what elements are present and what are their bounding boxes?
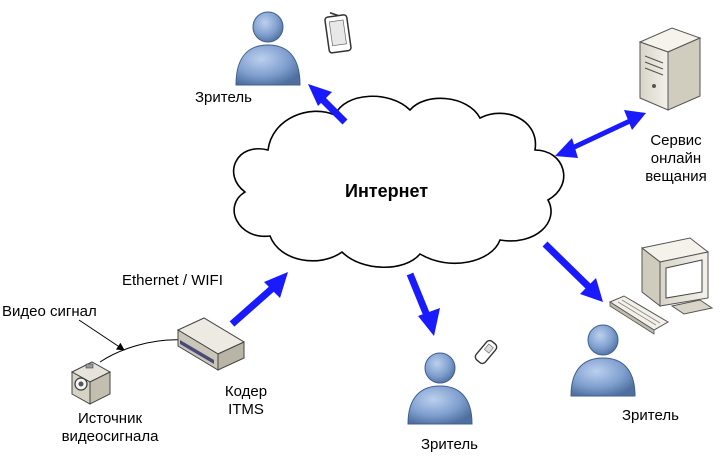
video-signal-cable [78,319,185,363]
server-label-line2: онлайн [650,150,702,167]
viewer-top-label: Зритель [195,89,252,106]
arrow-to-top-viewer [308,84,348,125]
arrow-encoder-to-cloud [229,272,288,327]
cloud-label: Интернет [345,181,429,201]
ethernet-wifi-label: Ethernet / WIFI [122,272,223,289]
viewer-top-person-icon [235,11,301,86]
mobile-phone-icon [474,339,498,365]
source-label: Источник видеосигнала [52,410,168,446]
encoder-device-icon [176,317,246,371]
server-label: Сервис онлайн вещания [636,132,716,186]
viewer-right-label: Зритель [622,407,679,424]
source-label-line2: видеосигнала [61,428,159,445]
arrow-cloud-server-bidirectional [555,110,646,158]
server-label-line1: Сервис [650,132,702,149]
encoder-label-line2: ITMS [228,401,264,418]
encoder-label: Кодер ITMS [216,383,276,419]
source-label-line1: Источник [77,410,143,427]
viewer-bottom-person-icon [407,352,473,425]
viewer-right-person-icon [570,324,636,397]
encoder-label-line1: Кодер [224,383,268,400]
viewer-bottom-label: Зритель [421,436,478,453]
tablet-icon [324,12,352,54]
internet-cloud [232,95,565,269]
arrows [229,84,646,336]
arrow-to-right-viewer [542,241,603,302]
desktop-computer-icon [608,237,714,335]
server-tower-icon [638,27,702,111]
server-label-line3: вещания [645,168,707,185]
camera-icon [70,361,112,405]
video-signal-label: Видео сигнал [2,303,97,320]
arrow-to-bottom-viewer [406,272,440,336]
